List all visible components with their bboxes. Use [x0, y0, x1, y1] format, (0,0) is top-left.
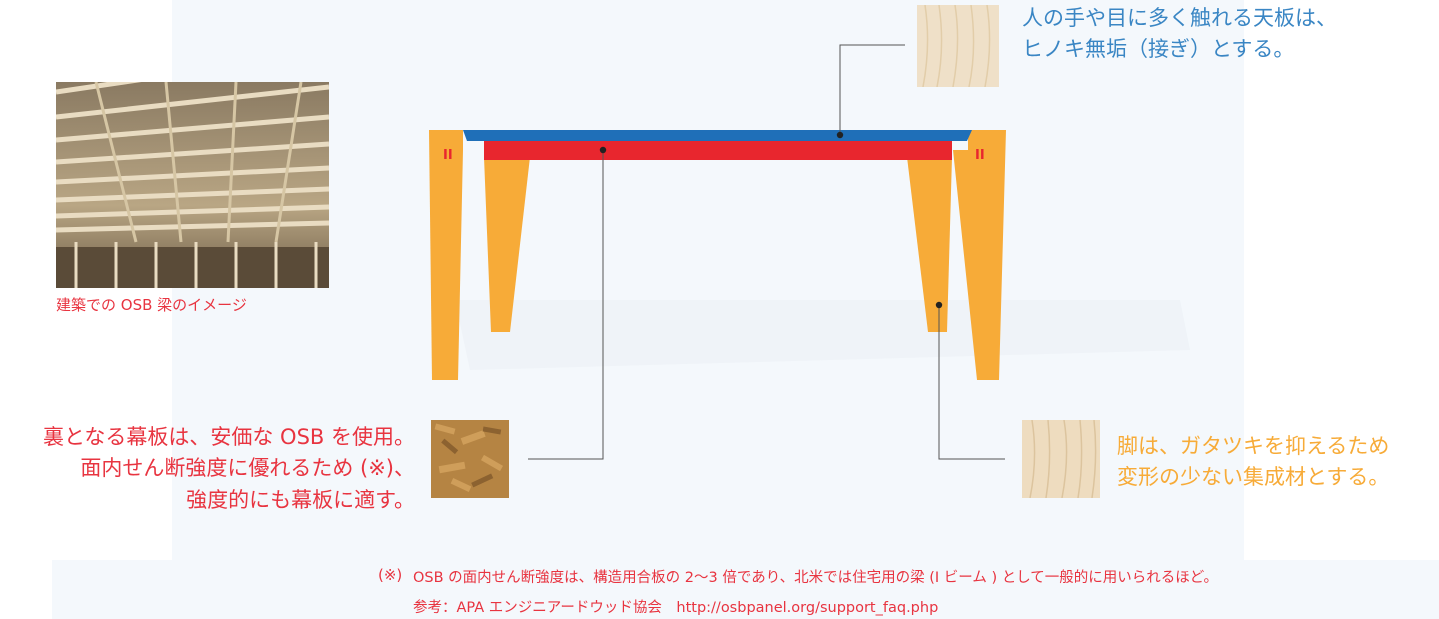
footnote-text: OSB の面内せん断強度は、構造用合板の 2〜3 倍であり、北米では住宅用の梁 …: [413, 570, 1219, 586]
leg-right-back: [907, 157, 952, 332]
leader-apron: [528, 150, 604, 460]
glulam-swatch-icon: [1022, 420, 1100, 498]
joint-mark-right: II: [975, 148, 985, 163]
callout-apron-line1: 裏となる幕板は、安価な OSB を使用。: [43, 425, 415, 449]
callout-top-board-line2: ヒノキ無垢（接ぎ）とする。: [1022, 37, 1295, 61]
leader-lines: [528, 44, 1005, 460]
osb-beam-photo: [56, 82, 329, 288]
leader-dot-apron: [599, 146, 607, 154]
leader-dot-legs: [935, 301, 943, 309]
background-panel-bottom: [52, 560, 1439, 619]
leg-right-front: [953, 130, 1006, 380]
callout-top-board-line1: 人の手や目に多く触れる天板は、: [1022, 6, 1337, 30]
callout-apron-line3: 強度的にも幕板に適す。: [186, 488, 415, 512]
table-shadow: [455, 300, 1190, 370]
callout-legs-line1: 脚は、ガタツキを抑えるため: [1117, 434, 1390, 458]
leg-left-front: [429, 130, 463, 380]
hinoki-swatch-icon: [917, 5, 999, 87]
photo-caption: 建築での OSB 梁のイメージ: [56, 296, 247, 314]
joint-mark-left: II: [443, 148, 453, 163]
callout-legs-line2: 変形の少ない集成材とする。: [1117, 465, 1390, 489]
timber-frame-ceiling-icon: [56, 82, 329, 288]
leg-left-back: [484, 157, 530, 332]
apron-osb: [484, 141, 952, 160]
leader-top-board: [839, 44, 905, 135]
footnote-marker: (※): [378, 566, 403, 584]
leader-dot-top-board: [836, 131, 844, 139]
callout-apron-line2: 面内せん断強度に優れるため (※)、: [80, 456, 415, 480]
leader-legs: [938, 305, 1005, 460]
osb-swatch-icon: [431, 420, 509, 498]
top-board-hinoki: [463, 130, 972, 141]
footnote-reference: 参考：APA エンジニアードウッド協会 http://osbpanel.org/…: [413, 600, 939, 616]
table-legs: [429, 130, 1006, 380]
